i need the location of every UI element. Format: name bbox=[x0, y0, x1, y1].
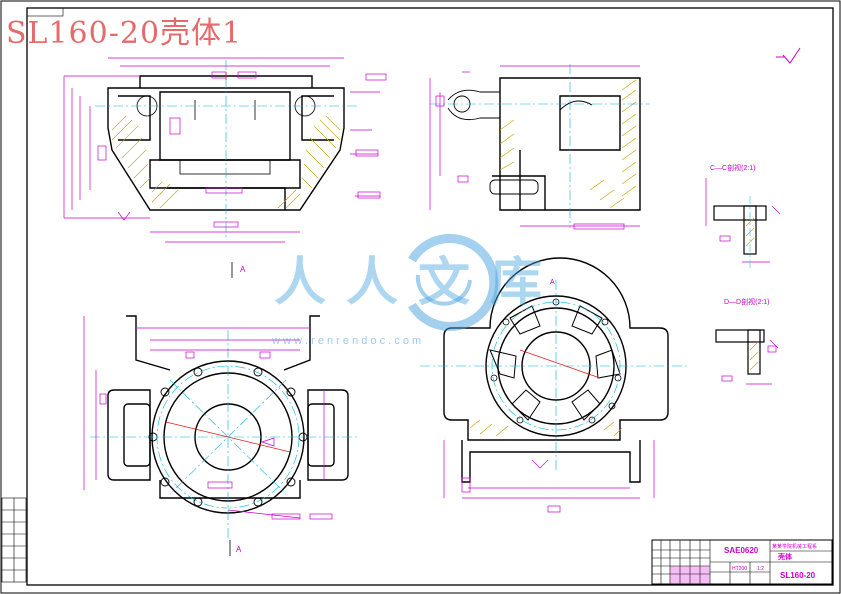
school-name: 某某学院机械工程系 bbox=[772, 543, 817, 550]
watermark-brand: 人人文库 bbox=[274, 253, 562, 313]
section-c-c: C—C剖视(2:1) bbox=[705, 163, 781, 268]
part-name: 壳体 bbox=[777, 552, 793, 561]
drawing-code: SAE0620 bbox=[724, 546, 759, 555]
section-d-label: D—D剖视(2:1) bbox=[724, 297, 770, 306]
left-margin-table bbox=[1, 497, 27, 583]
arrow-a-bottom-label: A bbox=[236, 545, 242, 554]
overlay-title: SL160-20壳体1 bbox=[6, 16, 243, 51]
roughness-symbol bbox=[776, 47, 801, 64]
inner-frame bbox=[26, 7, 834, 586]
material: HT200 bbox=[732, 566, 747, 572]
front-view bbox=[63, 57, 387, 243]
title-block bbox=[651, 539, 833, 585]
a-view: A bbox=[420, 257, 690, 513]
watermark-url: w w w . r e n r e n d o c . c o m bbox=[271, 335, 421, 347]
top-view: A A bbox=[83, 262, 360, 556]
top-left-tag bbox=[26, 7, 64, 17]
arrow-a-top-label: A bbox=[240, 265, 246, 274]
side-view bbox=[429, 64, 650, 230]
drawing-number: SL160-20 bbox=[780, 571, 816, 580]
scale: 1:2 bbox=[757, 566, 764, 572]
arrow-a-right-label: A bbox=[550, 279, 555, 286]
section-d-d: D—D剖视(2:1) bbox=[715, 297, 779, 385]
section-c-label: C—C剖视(2:1) bbox=[710, 163, 756, 172]
watermark-logo bbox=[408, 234, 499, 331]
